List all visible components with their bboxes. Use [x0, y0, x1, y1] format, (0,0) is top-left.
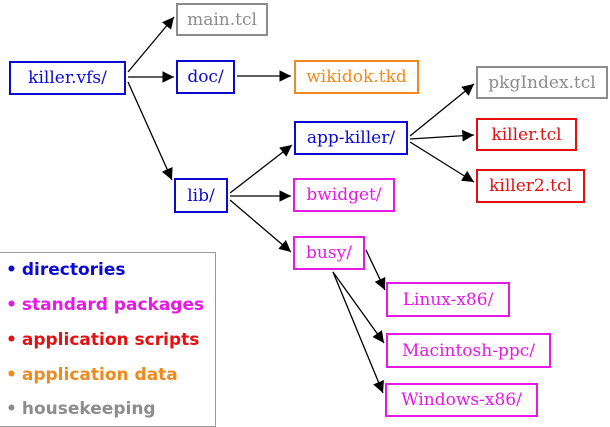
node-bwidget: bwidget/: [293, 178, 395, 212]
arrow-appkiller-killer2tcl: [409, 141, 475, 183]
legend-item-housekeeping: •housekeeping: [6, 399, 156, 419]
node-macintosh-ppc: Macintosh-ppc/: [386, 333, 551, 368]
bullet-icon: •: [6, 399, 17, 419]
arrow-busy-windows: [332, 271, 384, 394]
node-killer2-tcl: killer2.tcl: [476, 169, 585, 203]
legend-label: housekeeping: [21, 399, 156, 419]
legend-item-directories: •directories: [6, 260, 126, 280]
legend-box: •directories •standard packages •applica…: [0, 252, 216, 427]
bullet-icon: •: [6, 295, 17, 315]
node-main-tcl: main.tcl: [176, 3, 268, 36]
legend-label: standard packages: [21, 295, 205, 315]
legend-label: application data: [21, 365, 178, 385]
legend-item-standard-packages: •standard packages: [6, 295, 204, 315]
node-killer-tcl: killer.tcl: [476, 118, 577, 151]
node-killer-vfs: killer.vfs/: [9, 61, 126, 95]
node-app-killer: app-killer/: [294, 121, 408, 155]
node-windows-x86: Windows-x86/: [385, 383, 538, 417]
arrow-killervfs-lib: [127, 81, 173, 181]
node-lib: lib/: [174, 178, 228, 213]
arrow-lib-busy: [229, 199, 292, 253]
arrow-lib-appkiller: [229, 144, 293, 194]
arrow-appkiller-killertcl: [409, 129, 475, 142]
legend-label: application scripts: [21, 330, 200, 350]
bullet-icon: •: [6, 260, 17, 280]
arrow-killervfs-main: [127, 16, 175, 73]
node-wikidok-tkd: wikidok.tkd: [294, 60, 419, 94]
node-doc: doc/: [176, 60, 235, 94]
bullet-icon: •: [6, 330, 17, 350]
node-busy: busy/: [293, 236, 365, 270]
node-linux-x86: Linux-x86/: [386, 282, 510, 317]
arrow-busy-mac: [332, 271, 385, 344]
legend-item-application-scripts: •application scripts: [6, 330, 199, 350]
legend-item-application-data: •application data: [6, 365, 178, 385]
arrow-busy-linux: [365, 249, 386, 291]
node-pkgindex-tcl: pkgIndex.tcl: [476, 66, 608, 99]
legend-label: directories: [21, 260, 126, 280]
arrow-appkiller-pkgindex: [409, 83, 475, 137]
bullet-icon: •: [6, 365, 17, 385]
